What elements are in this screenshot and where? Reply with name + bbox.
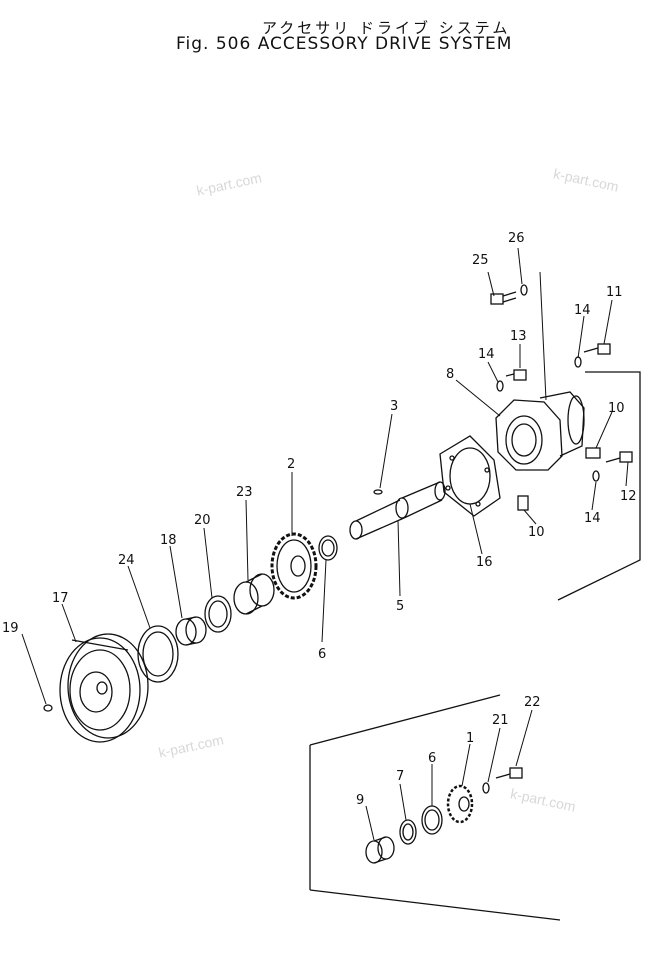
figure-title: Fig. 506 ACCESSORY DRIVE SYSTEM bbox=[176, 34, 513, 54]
callout-22: 22 bbox=[524, 695, 541, 710]
callout-8: 7 bbox=[396, 769, 404, 784]
callout-15: 14 bbox=[574, 303, 591, 318]
callout-5: 5 bbox=[396, 599, 404, 614]
callout-19: 19 bbox=[2, 621, 19, 636]
callout-12: 11 bbox=[606, 285, 623, 300]
callout-20: 20 bbox=[194, 513, 211, 528]
part-17-pulley bbox=[59, 633, 149, 743]
title-japanese: アクセサリ ドライブ システム bbox=[262, 19, 511, 37]
part-6-ring bbox=[421, 805, 443, 835]
assembly-boundary-upper bbox=[557, 371, 641, 601]
callout-11: 10 bbox=[608, 401, 625, 416]
part-23-collar bbox=[233, 573, 275, 615]
part-11-plug bbox=[517, 447, 601, 511]
callout-25: 25 bbox=[472, 253, 489, 268]
part-21-washer bbox=[482, 782, 490, 794]
part-13-bolt bbox=[605, 451, 633, 463]
callout-7: 6 bbox=[318, 647, 326, 662]
part-24-ring bbox=[137, 625, 179, 683]
callout-10: 9 bbox=[356, 793, 364, 808]
part-19-pin bbox=[43, 704, 53, 712]
callout-labels: 19 17 24 18 20 23 2 3 6 5 16 8 25 26 13 … bbox=[2, 231, 637, 808]
part-8-washer bbox=[399, 819, 417, 845]
part-2-gear bbox=[270, 532, 318, 600]
callout-24: 24 bbox=[118, 553, 135, 568]
callout-11: 10 bbox=[528, 525, 545, 540]
part-5-shaft bbox=[349, 481, 446, 540]
part-10-bushing bbox=[365, 836, 395, 864]
assembly-boundary-lower bbox=[309, 694, 561, 921]
part-9-housing bbox=[495, 391, 585, 471]
callout-23: 23 bbox=[236, 485, 253, 500]
callout-6: 6 bbox=[428, 751, 436, 766]
callout-26: 26 bbox=[508, 231, 525, 246]
part-25-bolt bbox=[490, 291, 517, 305]
part-12-bolt bbox=[583, 343, 611, 355]
part-3-key bbox=[373, 489, 383, 495]
part-22-bolt bbox=[495, 767, 523, 779]
callout-2: 2 bbox=[287, 457, 295, 472]
callout-14: 13 bbox=[510, 329, 527, 344]
callout-16: 16 bbox=[476, 555, 493, 570]
part-26-washer bbox=[520, 284, 528, 296]
callout-18: 18 bbox=[160, 533, 177, 548]
part-7-washer bbox=[318, 535, 338, 561]
callout-3: 3 bbox=[390, 399, 398, 414]
part-14-bolt bbox=[505, 369, 527, 381]
part-1-gear bbox=[446, 784, 474, 824]
leader-lines bbox=[21, 247, 629, 841]
callout-13: 12 bbox=[620, 489, 637, 504]
callout-15: 14 bbox=[478, 347, 495, 362]
callout-17: 17 bbox=[52, 591, 69, 606]
callout-21: 21 bbox=[492, 713, 509, 728]
part-18-bushing bbox=[175, 616, 207, 646]
part-15-washer bbox=[496, 356, 600, 482]
callout-15: 14 bbox=[584, 511, 601, 526]
callout-1: 1 bbox=[466, 731, 474, 746]
callout-9: 8 bbox=[446, 367, 454, 382]
part-20-washer bbox=[204, 595, 232, 633]
